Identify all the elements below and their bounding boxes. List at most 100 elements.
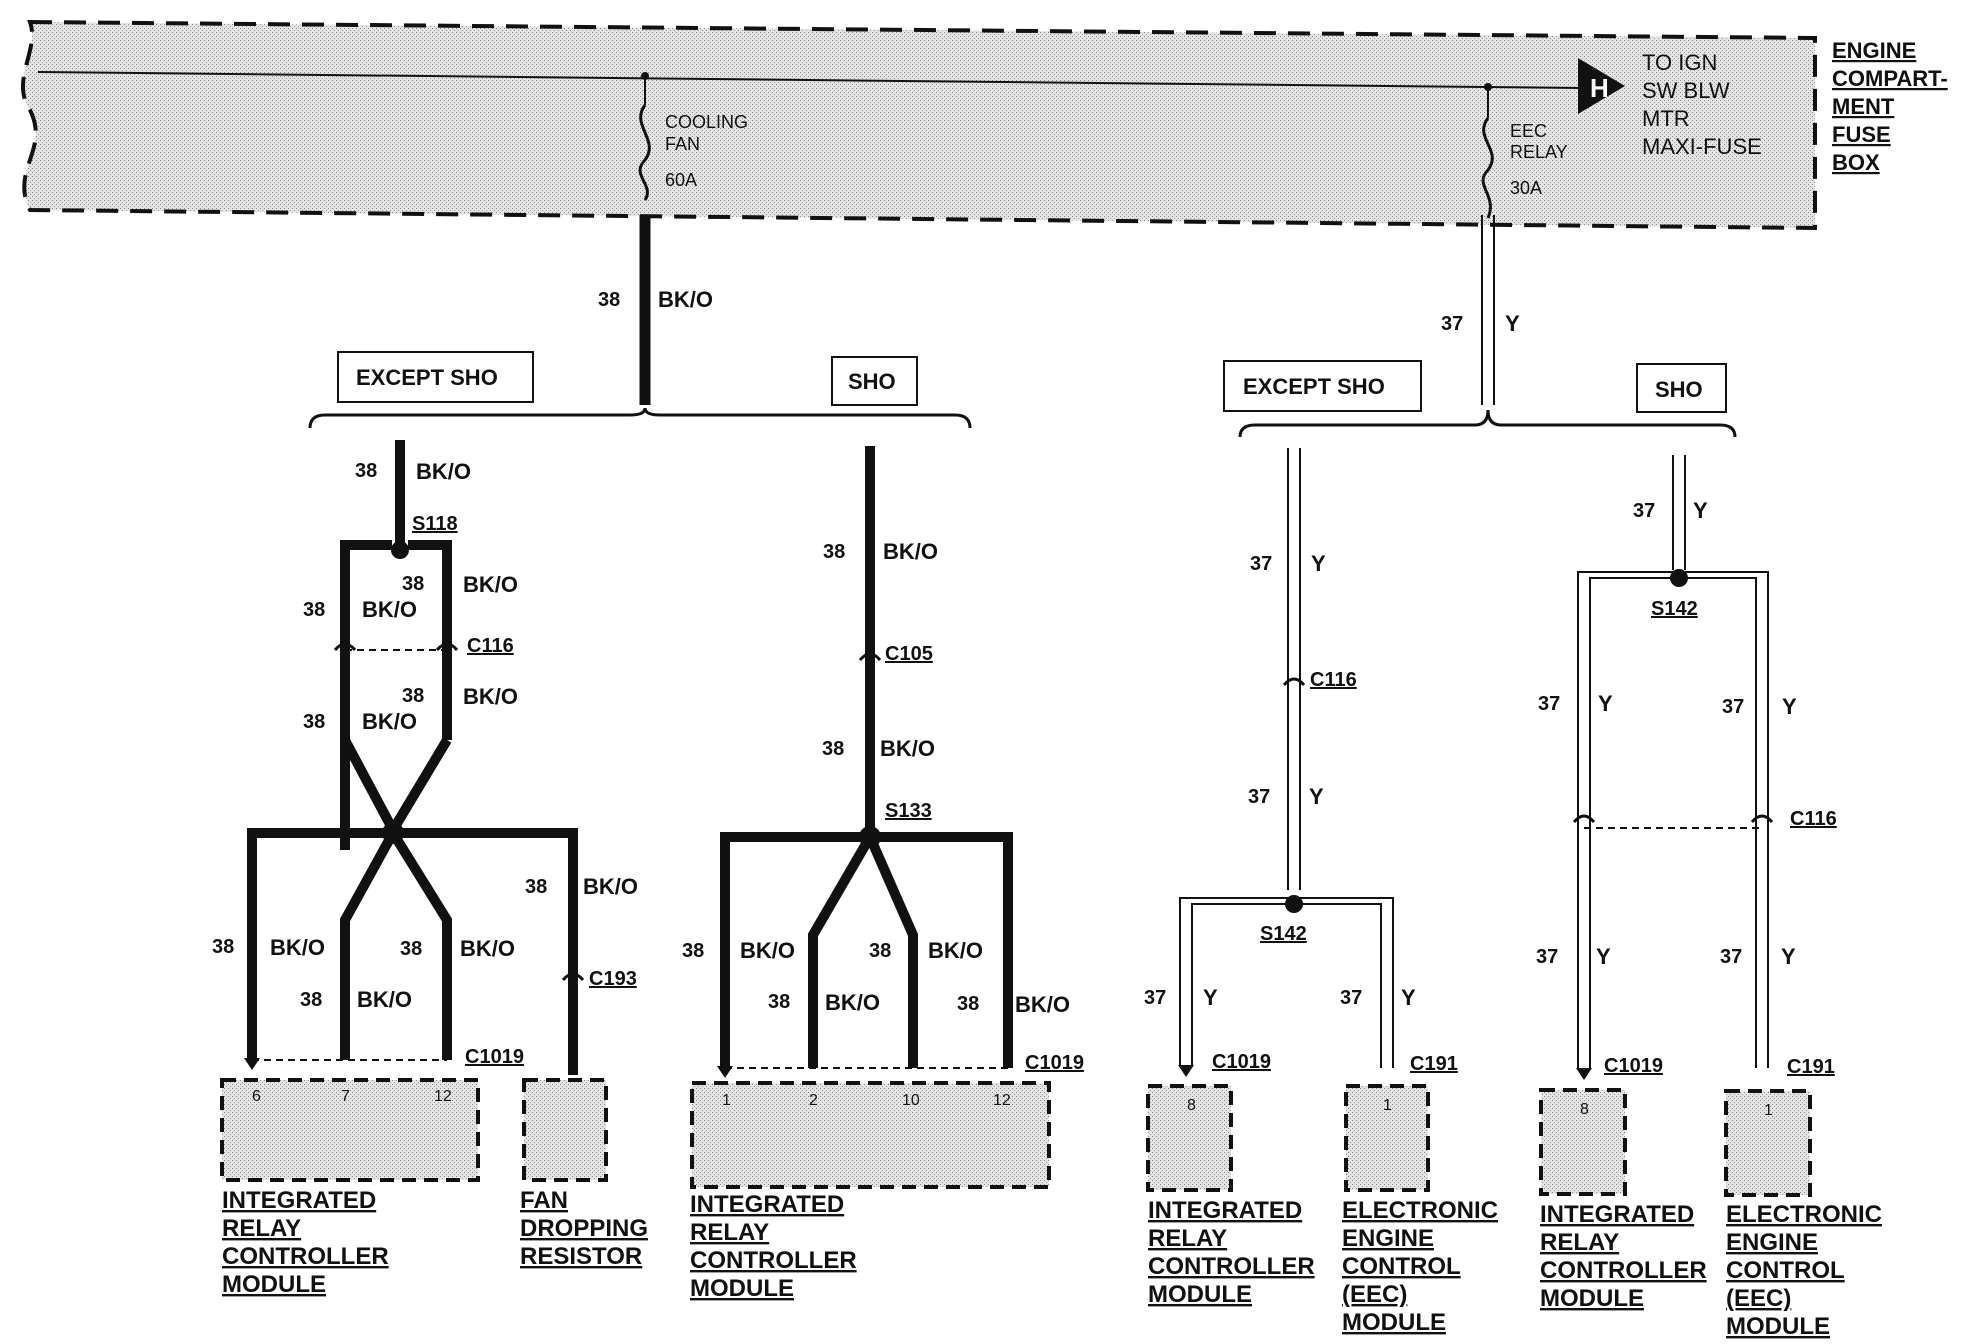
ircm-sho-pin-1: 1 <box>722 1092 731 1109</box>
c1019-label-y-sho: C1019 <box>1604 1055 1663 1077</box>
sho-label-left: SHO <box>848 369 896 394</box>
fan-resistor-box <box>522 1078 608 1182</box>
bko-rl-color: BK/O <box>463 684 518 709</box>
ircm-sho-pin-10: 10 <box>902 1092 920 1109</box>
ircm-label-4-c: MODULE <box>1148 1281 1252 1308</box>
c116-label-y-sho: C116 <box>1790 808 1837 830</box>
bko-sho-pin1-circuit: 38 <box>682 940 704 962</box>
ircm-pin-7: 7 <box>341 1088 350 1105</box>
bko-pin12-circuit: 38 <box>400 938 422 960</box>
bko-pin12-color: BK/O <box>460 936 515 961</box>
bko-ll-color: BK/O <box>362 709 417 734</box>
ircm-label-4-a: MODULE <box>222 1271 326 1298</box>
fuse-box-outline <box>20 19 1817 231</box>
s118-label: S118 <box>412 513 458 535</box>
bko-sho-pin1-color: BK/O <box>740 938 795 963</box>
bko-sho-pin12-circuit: 38 <box>957 993 979 1015</box>
ircm-label-3-c: CONTROLLER <box>1148 1253 1315 1280</box>
ircm-label-3-b: CONTROLLER <box>690 1247 857 1274</box>
fuse-box-label-4: FUSE <box>1832 122 1891 147</box>
ircm-label-2-b: RELAY <box>690 1219 769 1246</box>
fuse-box-label-3: MENT <box>1832 94 1895 119</box>
bko-s118-circuit: 38 <box>355 460 377 482</box>
bko-sho-pin10-color: BK/O <box>928 938 983 963</box>
ircm-label-1-a: INTEGRATED <box>222 1187 376 1214</box>
bko-rl-circuit: 38 <box>402 685 424 707</box>
ircm-pin-6: 6 <box>252 1088 261 1105</box>
eec-label-5-a: MODULE <box>1342 1309 1446 1336</box>
bko-lu-circuit: 38 <box>303 599 325 621</box>
c191-label-sho: C191 <box>1787 1056 1835 1078</box>
y-sho-lu-color: Y <box>1598 691 1613 716</box>
eec-sho-pin: 1 <box>1764 1102 1773 1119</box>
eec-relay-fuse-line-1: EEC <box>1510 121 1547 141</box>
eec-ex-pin: 1 <box>1383 1097 1392 1114</box>
y-main-circuit: 37 <box>1441 313 1463 335</box>
sho-box-left <box>831 356 918 406</box>
y-sho-ru-circuit: 37 <box>1722 696 1744 718</box>
eec-box-ex <box>1344 1084 1430 1192</box>
bko-main-circuit: 38 <box>598 289 620 311</box>
eec-relay-fuse-line-3: 30A <box>1510 178 1542 198</box>
eec-label-1-a: ELECTRONIC <box>1342 1197 1498 1224</box>
c191-label-ex: C191 <box>1410 1053 1458 1075</box>
y-ex-upper-color: Y <box>1311 551 1326 576</box>
s142-dot-sho <box>1670 569 1688 587</box>
y-ex-ircm-color: Y <box>1203 985 1218 1010</box>
ircm-box-y-sho <box>1539 1088 1627 1196</box>
eec-box-sho <box>1724 1089 1812 1197</box>
y-ex-mid-color: Y <box>1309 784 1324 809</box>
bko-pin7-color: BK/O <box>357 987 412 1012</box>
eec-label-2-a: ENGINE <box>1342 1225 1434 1252</box>
bko-variant-bracket <box>308 407 972 429</box>
eec-label-3-b: CONTROL <box>1726 1257 1845 1284</box>
bko-sho-mid-circuit: 38 <box>822 738 844 760</box>
bko-main-color: BK/O <box>658 287 713 312</box>
ircm-label-2-a: RELAY <box>222 1215 301 1242</box>
fuse-box-label-2: COMPART- <box>1832 66 1948 91</box>
fuse-box-label-5: BOX <box>1832 150 1880 175</box>
bko-circuit-group <box>247 215 1013 1075</box>
c116-arc-left <box>333 642 357 652</box>
fan-resistor-label-3: RESISTOR <box>520 1243 642 1270</box>
ircm-sho-pin-2: 2 <box>809 1092 818 1109</box>
arrow-ircm-y-a <box>1178 1065 1194 1077</box>
ircm-label-2-d: RELAY <box>1540 1229 1619 1256</box>
ircm-label-4-b: MODULE <box>690 1275 794 1302</box>
eec-relay-fuse-line-2: RELAY <box>1510 142 1568 162</box>
y-circuit-group <box>1179 215 1769 1068</box>
fan-resistor-label-1: FAN <box>520 1187 568 1214</box>
ircm-y-ex-pin: 8 <box>1187 1097 1196 1114</box>
arrow-ircm-bko-b <box>717 1066 733 1078</box>
sho-label-right: SHO <box>1655 377 1703 402</box>
c116-arc-y-left <box>1282 677 1306 687</box>
cooling-fan-fuse-line-3: 60A <box>665 170 697 190</box>
cooling-fan-fuse-line-2: FAN <box>665 134 700 154</box>
feed-line-4: MAXI-FUSE <box>1642 134 1762 159</box>
c193-label: C193 <box>589 968 637 990</box>
bko-wire-labels: 38 BK/O 38 BK/O 38 BK/O 38 BK/O 38 BK/O … <box>212 287 1070 1017</box>
c116-arc-y-sho-a <box>1572 814 1596 824</box>
s133-label: S133 <box>885 800 932 822</box>
y-sho-rl-color: Y <box>1781 944 1796 969</box>
c105-label: C105 <box>885 643 933 665</box>
except-sho-label-right: EXCEPT SHO <box>1243 374 1385 399</box>
ircm-box-except-sho <box>220 1078 480 1182</box>
feed-triangle <box>1578 58 1625 114</box>
except-sho-box-left <box>337 351 534 403</box>
except-sho-box-right <box>1223 360 1422 412</box>
eec-label-3-a: CONTROL <box>1342 1253 1461 1280</box>
s118-splice-dot <box>391 541 409 559</box>
bko-ll-circuit: 38 <box>303 711 325 733</box>
bko-ru-circuit: 38 <box>402 573 424 595</box>
eec-label-5-b: MODULE <box>1726 1313 1830 1340</box>
feed-line-2: SW BLW <box>1642 78 1730 103</box>
arrow-ircm-y-b <box>1576 1068 1592 1080</box>
y-ex-ircm-circuit: 37 <box>1144 987 1166 1009</box>
s142-dot-except-sho <box>1285 895 1303 913</box>
y-sho-ll-circuit: 37 <box>1536 946 1558 968</box>
cooling-fan-fuse: COOLING FAN 60A <box>638 72 748 201</box>
ircm-label-3-d: CONTROLLER <box>1540 1257 1707 1284</box>
y-main-color: Y <box>1505 311 1520 336</box>
